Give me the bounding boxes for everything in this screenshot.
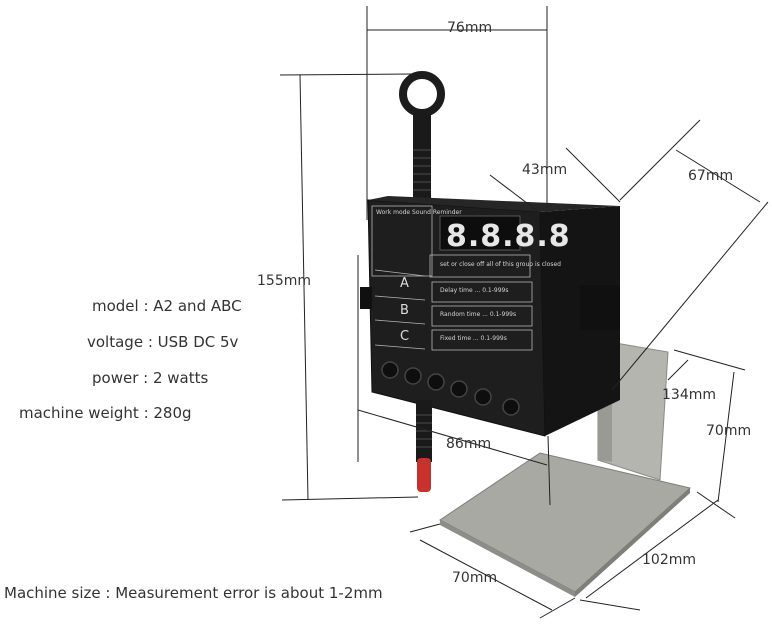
spec-weight: machine weight : 280g bbox=[19, 404, 192, 422]
svg-text:Delay time ... 0.1-999s: Delay time ... 0.1-999s bbox=[440, 287, 509, 294]
dim-height: 155mm bbox=[257, 273, 311, 289]
button-4 bbox=[450, 380, 468, 398]
device-buttons bbox=[381, 361, 520, 416]
dim-stand-width: 86mm bbox=[446, 436, 492, 452]
dim-depth-large: 67mm bbox=[688, 168, 734, 184]
plunger bbox=[416, 400, 432, 492]
button-3 bbox=[427, 373, 445, 391]
spec-power: power : 2 watts bbox=[92, 369, 209, 387]
panel-label-a: A bbox=[400, 276, 409, 291]
size-caption: Machine size : Measurement error is abou… bbox=[4, 584, 383, 602]
plunger-red-tip bbox=[417, 458, 431, 492]
dim-width-top: 76mm bbox=[447, 20, 493, 36]
dim-depth-small: 43mm bbox=[522, 162, 568, 178]
button-6 bbox=[502, 398, 520, 416]
svg-text:Random time ... 0.1-999s: Random time ... 0.1-999s bbox=[440, 311, 516, 318]
spec-voltage: voltage : USB DC 5v bbox=[87, 333, 239, 351]
button-1 bbox=[381, 361, 399, 379]
svg-text:Work mode Sound Reminder: Work mode Sound Reminder bbox=[376, 209, 462, 216]
svg-text:set or close off all of this g: set or close off all of this group is cl… bbox=[440, 261, 561, 268]
led-display bbox=[439, 215, 521, 251]
button-5 bbox=[474, 388, 492, 406]
dim-stand-height: 70mm bbox=[706, 423, 752, 439]
hanging-ring bbox=[399, 71, 445, 210]
svg-text:Fixed time ... 0.1-999s: Fixed time ... 0.1-999s bbox=[440, 335, 507, 342]
dim-base-side: 102mm bbox=[642, 552, 696, 568]
dimension-lines bbox=[279, 6, 769, 619]
panel-label-b: B bbox=[400, 303, 409, 318]
spec-model: model : A2 and ABC bbox=[92, 297, 242, 315]
dim-base-front: 70mm bbox=[452, 570, 498, 586]
led-digits: 8.8.8.8 bbox=[446, 219, 571, 254]
dim-stand-depth: 134mm bbox=[662, 387, 716, 403]
button-2 bbox=[404, 367, 422, 385]
panel-label-c: C bbox=[400, 329, 409, 344]
